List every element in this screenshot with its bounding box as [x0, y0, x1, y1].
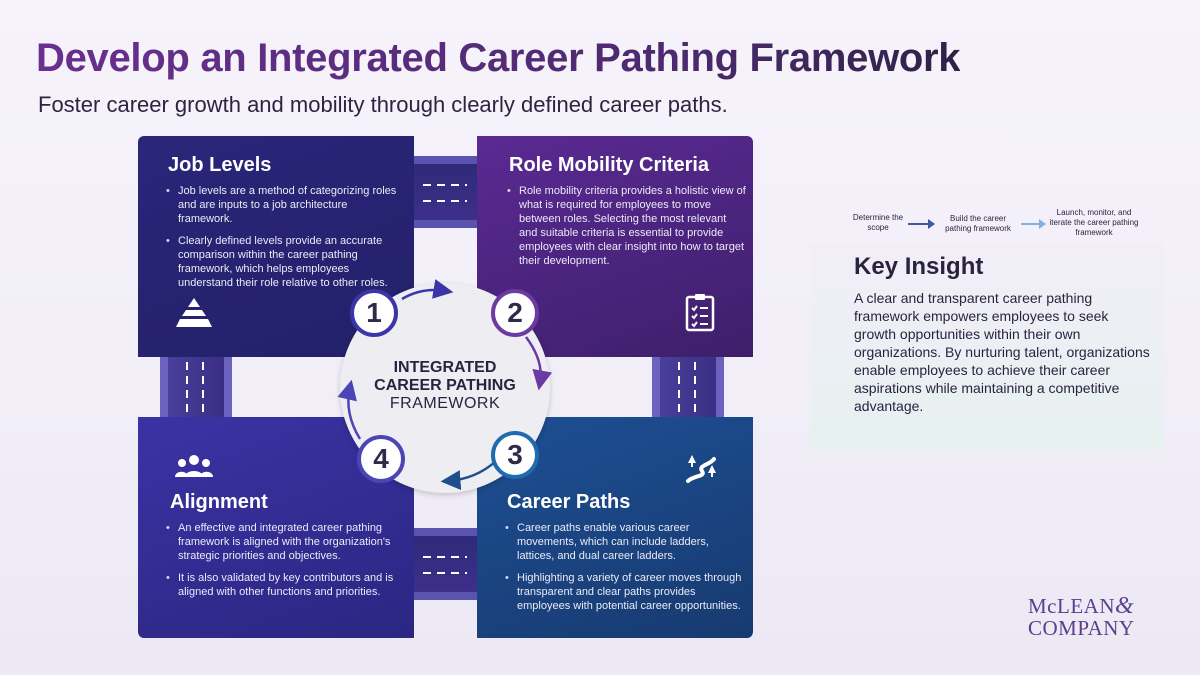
quadrant-title: Role Mobility Criteria [509, 154, 710, 176]
bullet-item: Role mobility criteria provides a holist… [507, 184, 747, 268]
process-step: Launch, monitor, and iterate the career … [1049, 208, 1139, 237]
path-trees-icon [686, 455, 716, 483]
arrow-4-to-1 [337, 379, 362, 440]
pyramid-icon [176, 298, 212, 327]
quadrant-bullets: Career paths enable various career movem… [505, 521, 745, 621]
connector-top [413, 156, 477, 228]
key-insight-title: Key Insight [854, 253, 984, 280]
arrow-right-icon [908, 219, 935, 229]
quadrant-job-levels: Job Levels Job levels are a method of ca… [138, 136, 414, 357]
bullet-item: Career paths enable various career movem… [505, 521, 745, 563]
connector-bottom [413, 528, 477, 600]
logo-line1: McLEAN [1028, 594, 1115, 618]
bullet-item: Clearly defined levels provide an accura… [166, 234, 402, 290]
hub-label-line2: CAREER PATHING [374, 377, 516, 394]
process-step: Determine the scope [852, 213, 904, 232]
quadrant-title: Career Paths [507, 491, 631, 513]
quadrant-bullets: Job levels are a method of categorizing … [166, 184, 402, 298]
key-insight-panel: Key Insight A clear and transparent care… [810, 243, 1163, 450]
process-steps: Determine the scope Build the career pat… [846, 206, 1146, 240]
bullet-item: Job levels are a method of categorizing … [166, 184, 402, 226]
bullet-item: An effective and integrated career pathi… [166, 521, 402, 563]
step-number-2: 2 [491, 289, 539, 337]
step-number-3: 3 [491, 431, 539, 479]
connector-left [160, 356, 232, 418]
company-logo: McLEAN& COMPANY [1028, 593, 1168, 640]
page-subtitle: Foster career growth and mobility throug… [38, 92, 728, 117]
quadrant-title: Job Levels [168, 154, 272, 176]
clipboard-checklist-icon [685, 294, 715, 332]
quadrant-title: Alignment [170, 491, 268, 513]
quadrant-role-mobility: Role Mobility Criteria Role mobility cri… [477, 136, 753, 357]
arrow-right-icon [1021, 219, 1046, 229]
process-step: Build the career pathing framework [945, 214, 1011, 233]
arrow-1-to-2 [401, 279, 454, 301]
connector-right [652, 356, 724, 418]
bullet-item: Highlighting a variety of career moves t… [505, 571, 745, 613]
logo-ampersand: & [1114, 593, 1135, 619]
hub-label-line1: INTEGRATED [393, 359, 497, 376]
quadrant-bullets: Role mobility criteria provides a holist… [507, 184, 747, 276]
hub-label-line3: FRAMEWORK [389, 395, 501, 412]
quadrant-alignment: Alignment An effective and integrated ca… [138, 417, 414, 638]
arrow-3-to-4 [440, 460, 497, 491]
logo-line2: COMPANY [1028, 616, 1135, 640]
quadrant-bullets: An effective and integrated career pathi… [166, 521, 402, 607]
step-number-4: 4 [357, 435, 405, 483]
page-title: Develop an Integrated Career Pathing Fra… [36, 36, 961, 80]
bullet-item: It is also validated by key contributors… [166, 571, 402, 599]
arrow-2-to-3 [524, 336, 553, 391]
step-number-1: 1 [350, 289, 398, 337]
team-icon [175, 455, 213, 477]
key-insight-body: A clear and transparent career pathing f… [854, 290, 1150, 414]
